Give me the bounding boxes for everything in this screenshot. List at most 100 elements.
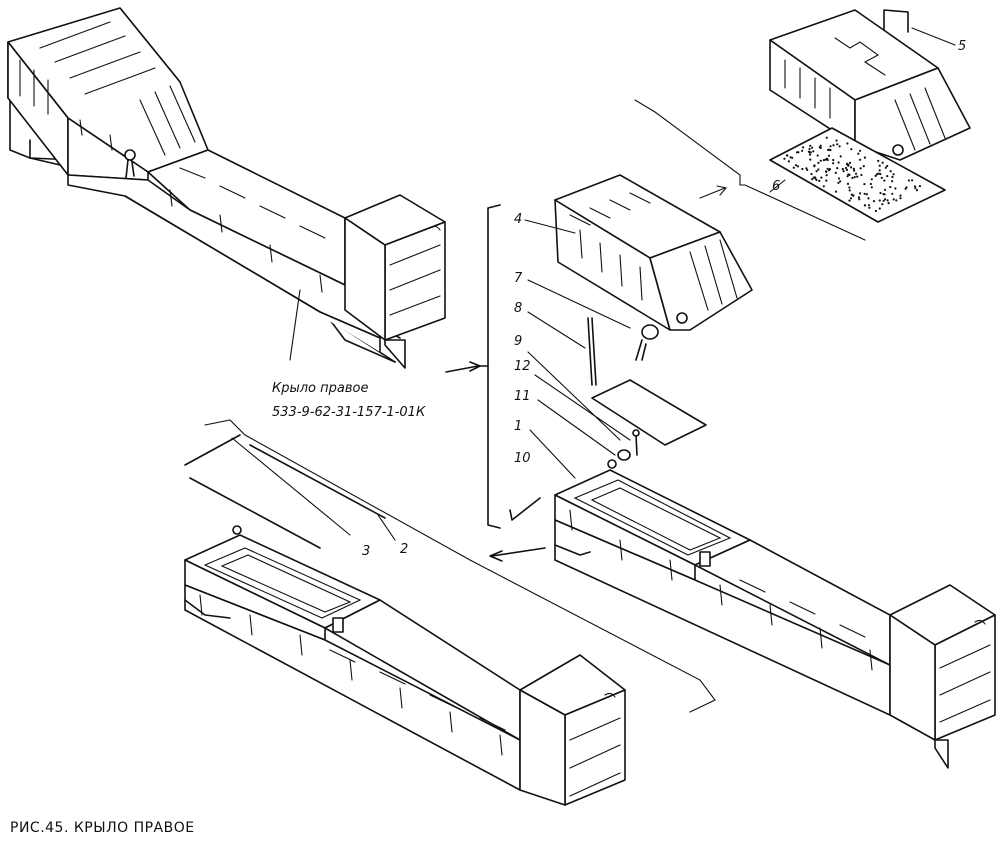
assembly-part-number: 533-9-62-31-157-1-01К <box>272 405 426 420</box>
perforation-dot <box>815 170 818 173</box>
perforation-dot <box>895 199 898 202</box>
perforation-dot <box>892 198 895 201</box>
perforation-dot <box>848 189 851 192</box>
perforation-dot <box>841 167 844 171</box>
perforation-dot <box>838 145 841 148</box>
perforation-dot <box>817 161 820 164</box>
perforation-dot <box>865 193 868 196</box>
perforation-dot <box>886 199 889 202</box>
perforation-dot <box>787 160 791 163</box>
perforation-dot <box>887 202 890 205</box>
perforation-dot <box>883 179 886 182</box>
perforation-dot <box>796 165 800 168</box>
perforation-dot <box>809 144 812 147</box>
perforation-dot <box>863 204 867 207</box>
callout-10: 10 <box>514 451 531 466</box>
perforation-dot <box>836 167 839 170</box>
perforated-mat-small <box>591 379 707 446</box>
perforation-dot <box>904 187 907 190</box>
perforation-dot <box>918 185 922 188</box>
perforation-dot <box>819 159 822 162</box>
callout-11: 11 <box>514 389 531 404</box>
perforation-dot <box>859 192 862 195</box>
perforation-dot <box>825 170 828 173</box>
perforation-dot <box>808 147 811 151</box>
perforation-dot <box>891 192 894 195</box>
perforation-dot <box>856 175 859 178</box>
perforation-dot <box>862 165 865 168</box>
perforation-dot <box>859 149 862 152</box>
perforation-dot <box>853 169 856 172</box>
perforation-dot <box>794 164 798 167</box>
perforation-dot <box>894 187 897 190</box>
perforation-dot <box>825 179 828 182</box>
lock-part <box>641 324 659 340</box>
perforation-dot <box>835 139 838 142</box>
assembled-wing <box>7 7 446 369</box>
exploded-parts <box>509 174 753 521</box>
callout-8: 8 <box>514 301 522 316</box>
perforation-dot <box>878 207 881 210</box>
perforation-dot <box>899 197 902 200</box>
perforation-dot <box>915 189 919 192</box>
assembly-arrow <box>445 365 479 373</box>
perforation-dot <box>827 154 831 157</box>
perforation-dot <box>786 154 789 157</box>
perforation-dot <box>839 180 842 183</box>
perforation-dot <box>874 209 878 213</box>
perforation-dot <box>802 146 805 149</box>
perforation-dot <box>914 187 917 190</box>
perforation-dot <box>845 166 848 170</box>
perforation-dot <box>808 153 812 156</box>
perforation-dot <box>829 149 832 152</box>
perforation-dot <box>889 170 892 173</box>
perforation-dot <box>825 136 828 139</box>
assembly-name: Крыло правое <box>272 381 368 396</box>
perforation-dot <box>792 166 795 169</box>
perforation-dot <box>872 200 876 203</box>
perforation-dot <box>886 175 889 178</box>
perforation-dot <box>874 174 877 177</box>
perforation-dot <box>819 146 822 150</box>
perforation-dot <box>884 198 887 201</box>
perforation-dot <box>879 191 882 195</box>
perforation-dot <box>842 170 845 173</box>
perforation-dot <box>828 169 831 172</box>
perforation-dot <box>899 194 902 197</box>
perforation-dot <box>879 172 882 176</box>
perforation-dot <box>801 149 804 152</box>
perforation-dot <box>891 175 894 179</box>
perforation-dot <box>810 172 813 176</box>
perforation-dot <box>911 179 914 182</box>
perforation-dot <box>848 161 852 164</box>
perforation-dot <box>875 173 878 176</box>
perforation-dot <box>881 203 884 206</box>
perforation-dot <box>850 148 853 151</box>
exploded-bracket <box>487 204 501 529</box>
perforation-dot <box>812 176 815 179</box>
perforation-dot <box>880 176 883 179</box>
perforation-dot <box>818 179 821 182</box>
perforation-dot <box>836 143 839 146</box>
perforation-dot <box>834 190 838 193</box>
callout-2: 2 <box>400 542 408 557</box>
perforation-dot <box>889 185 892 189</box>
perforation-dot <box>815 178 818 182</box>
perforation-dot <box>867 197 870 200</box>
perforation-dot <box>812 150 815 153</box>
perforation-dot <box>824 158 827 161</box>
mat-perforation-dots <box>603 136 922 441</box>
perforation-dot <box>877 159 880 162</box>
perforation-dot <box>853 176 856 179</box>
perforation-dot <box>827 148 830 151</box>
perforation-dot <box>863 183 866 186</box>
perforation-dot <box>857 152 860 155</box>
perforation-dot <box>846 175 849 178</box>
perforation-dot <box>854 172 858 175</box>
perforation-dot <box>829 145 832 148</box>
perforation-dot <box>886 164 889 168</box>
perforation-dot <box>849 197 853 200</box>
perforation-dot <box>863 156 867 159</box>
perforation-dot <box>846 182 850 185</box>
